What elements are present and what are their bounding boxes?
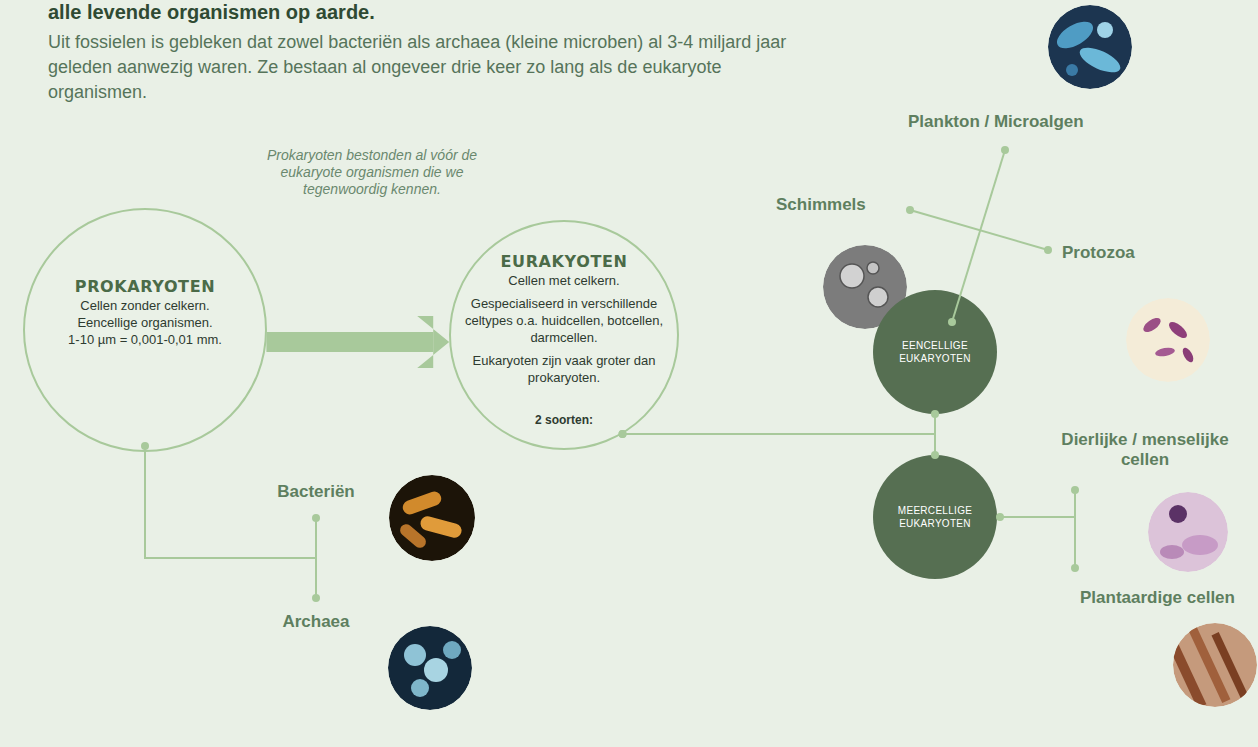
circle-shape bbox=[873, 290, 997, 414]
yeast-cell bbox=[867, 262, 879, 274]
circle-heading: EURAKYOTEN bbox=[501, 252, 628, 272]
protozoon bbox=[1166, 319, 1189, 341]
leader-dot bbox=[906, 206, 914, 214]
category-label: Dierlijke / menselijke cellen bbox=[1035, 430, 1255, 470]
protozoon bbox=[1154, 346, 1175, 357]
connector-dot bbox=[619, 430, 627, 438]
circle-heading: PROKARYOTEN bbox=[75, 277, 215, 297]
connector-path bbox=[623, 414, 935, 434]
connector-path bbox=[623, 434, 935, 455]
circle-text: 2 soorten: bbox=[535, 413, 593, 428]
circle-text: Eukaryoten zijn vaak groter dan prokaryo… bbox=[464, 352, 664, 386]
protozoon bbox=[1181, 346, 1196, 364]
page-title: alle levende organismen op aarde. bbox=[48, 0, 375, 24]
leader-line bbox=[1074, 490, 1076, 568]
category-label: Plankton / Microalgen bbox=[908, 112, 1108, 132]
circle-outline bbox=[873, 290, 997, 414]
leader-line bbox=[1000, 516, 1075, 518]
circle-text: Cellen met celkern. bbox=[464, 272, 664, 289]
archaeon bbox=[411, 679, 429, 697]
circle-text: 1-10 µm = 0,001-0,01 mm. bbox=[45, 331, 245, 348]
yeast-cell bbox=[840, 264, 864, 288]
alga-shape bbox=[1066, 64, 1078, 76]
photo-ground bbox=[1048, 5, 1132, 89]
circle-text: Eencellige organismen. bbox=[45, 314, 245, 331]
leader-dot bbox=[948, 318, 956, 326]
yeast-cell bbox=[868, 287, 888, 307]
category-label: Protozoa bbox=[1062, 243, 1172, 263]
circle-content: EENCELLIGE EUKARYOTEN bbox=[873, 290, 997, 414]
intro-text: Uit fossielen is gebleken dat zowel bact… bbox=[48, 30, 788, 105]
circle-content: EURAKYOTENCellen met celkern. Gespecialis… bbox=[449, 220, 679, 450]
eukaryote-circle: EURAKYOTENCellen met celkern. Gespecialis… bbox=[449, 220, 679, 450]
archaeon bbox=[443, 641, 461, 659]
prokaryote-circle: PROKARYOTENCellen zonder celkern.Eencell… bbox=[23, 208, 267, 452]
leader-dot bbox=[312, 594, 320, 602]
animal-cell-photo bbox=[1148, 492, 1228, 572]
circle-outline bbox=[23, 208, 267, 452]
note-text: Prokaryoten bestonden al vóór de eukaryo… bbox=[262, 147, 482, 198]
archaeon bbox=[424, 658, 448, 682]
photo-ground bbox=[389, 475, 475, 561]
cell-body bbox=[1182, 535, 1218, 555]
leader-dot bbox=[141, 442, 149, 450]
leader-line bbox=[145, 446, 316, 558]
circle-shape bbox=[24, 209, 266, 451]
alga-shape bbox=[1076, 43, 1123, 78]
circle-shape bbox=[450, 221, 678, 449]
plant-fibre bbox=[1211, 632, 1252, 708]
leader-dot bbox=[1044, 246, 1052, 254]
category-label: Schimmels bbox=[776, 195, 886, 215]
leader-line bbox=[952, 150, 1005, 322]
photo-ground bbox=[1148, 492, 1228, 572]
circle-outline bbox=[873, 455, 997, 579]
cell-body bbox=[1160, 545, 1184, 559]
protozoon bbox=[1141, 315, 1163, 335]
main-arrow bbox=[266, 316, 449, 368]
category-label: Plantaardige cellen bbox=[1080, 588, 1255, 608]
arrow-head bbox=[417, 316, 449, 368]
bacteria-photo bbox=[389, 475, 475, 561]
circle-shape bbox=[873, 455, 997, 579]
cell-nucleus bbox=[1169, 505, 1187, 523]
photo-ground bbox=[1126, 298, 1210, 382]
bacterium bbox=[419, 515, 463, 539]
leader-dot bbox=[1071, 486, 1079, 494]
leader-line bbox=[315, 518, 317, 598]
group-circle: EENCELLIGE EUKARYOTEN bbox=[873, 290, 997, 414]
circle-text: Cellen zonder celkern. bbox=[45, 297, 245, 314]
leader-dot bbox=[1001, 146, 1009, 154]
plant-cell-photo bbox=[1164, 623, 1257, 708]
connector-dot bbox=[619, 430, 627, 438]
circle-text: Gespecialiseerd in verschillende celtype… bbox=[464, 295, 664, 346]
bacterium bbox=[398, 522, 429, 550]
leader-dot bbox=[1071, 564, 1079, 572]
connector-path bbox=[266, 332, 433, 352]
photo-ground bbox=[388, 626, 472, 710]
leader-dot bbox=[312, 514, 320, 522]
connector-line bbox=[619, 430, 939, 459]
category-label: Bacteriën bbox=[246, 482, 386, 502]
leader-dot bbox=[996, 513, 1004, 521]
archaea-photo bbox=[388, 626, 472, 710]
plant-fibre bbox=[1188, 627, 1230, 703]
plankton-photo bbox=[1048, 5, 1132, 89]
circle-content: MEERCELLIGE EUKARYOTEN bbox=[873, 455, 997, 579]
circle-content: PROKARYOTENCellen zonder celkern.Eencell… bbox=[23, 208, 267, 452]
circle-text: EENCELLIGE EUKARYOTEN bbox=[883, 339, 987, 365]
bacterium bbox=[401, 490, 443, 517]
leader-line bbox=[910, 210, 1048, 250]
circle-text: MEERCELLIGE EUKARYOTEN bbox=[883, 504, 987, 530]
connector-dot bbox=[931, 410, 939, 418]
connector-dot bbox=[931, 451, 939, 459]
protozoa-photo bbox=[1126, 298, 1210, 382]
group-circle: MEERCELLIGE EUKARYOTEN bbox=[873, 455, 997, 579]
category-label: Archaea bbox=[246, 612, 386, 632]
alga-shape bbox=[1097, 22, 1113, 38]
archaeon bbox=[404, 644, 426, 666]
